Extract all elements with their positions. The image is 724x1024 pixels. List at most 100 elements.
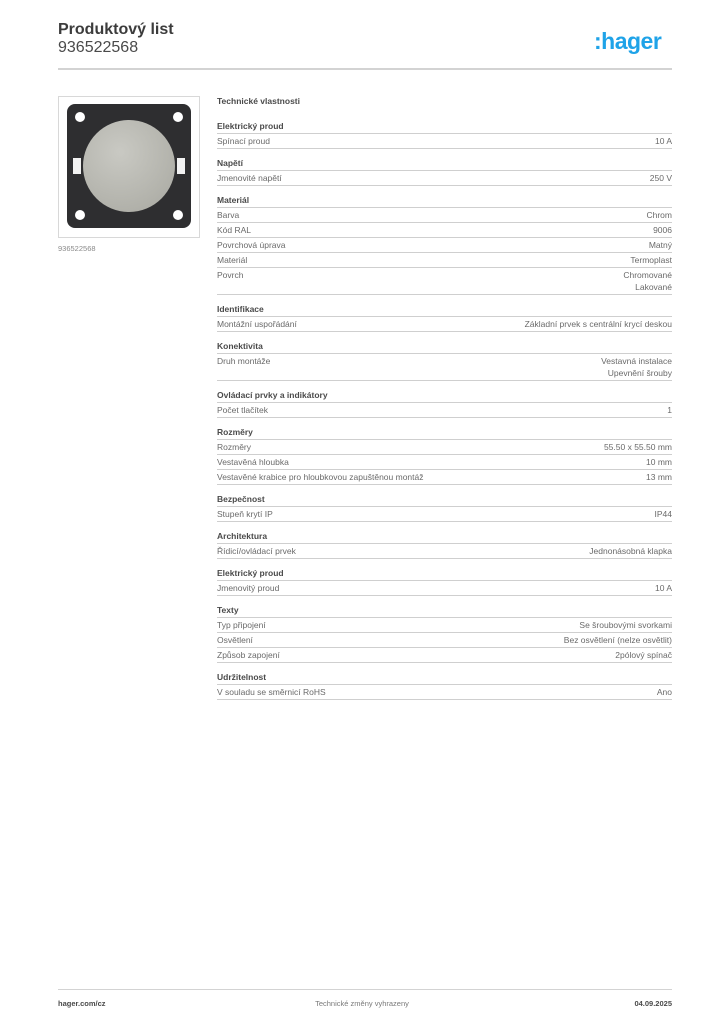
spec-value: 2pólový spínač xyxy=(615,650,672,660)
product-number: 936522568 xyxy=(58,39,139,56)
spec-row: Vestavěná hloubka 10 mm xyxy=(217,455,672,470)
spec-value: 10 mm xyxy=(646,457,672,467)
hager-logo: :hager xyxy=(594,28,662,54)
spec-row: Způsob zapojení 2pólový spínač xyxy=(217,648,672,663)
spec-label: Způsob zapojení xyxy=(217,650,280,660)
specs-title: Technické vlastnosti xyxy=(217,96,300,106)
spec-row: Jmenovité napětí 250 V xyxy=(217,171,672,186)
spec-row: Druh montáže Vestavná instalace Upevnění … xyxy=(217,354,672,381)
spec-row: Rozměry 55.50 x 55.50 mm xyxy=(217,440,672,455)
section-heading: Materiál xyxy=(217,195,672,208)
spec-value: Termoplast xyxy=(630,255,672,265)
spec-row: Materiál Termoplast xyxy=(217,253,672,268)
spec-label: Typ připojení xyxy=(217,620,266,630)
spec-label: Vestavěná hloubka xyxy=(217,457,289,467)
spec-value: 13 mm xyxy=(646,472,672,482)
spec-row: Povrchová úprava Matný xyxy=(217,238,672,253)
spec-label: V souladu se směrnicí RoHS xyxy=(217,687,326,697)
section-heading: Elektrický proud xyxy=(217,568,672,581)
spec-value: Se šroubovými svorkami xyxy=(579,620,672,630)
spec-label: Povrch xyxy=(217,270,244,280)
spec-row: Vestavěné krabice pro hloubkovou zapuště… xyxy=(217,470,672,485)
spec-value: 55.50 x 55.50 mm xyxy=(603,442,672,452)
spec-label: Povrchová úprava xyxy=(217,240,286,250)
screw-hole-icon xyxy=(75,112,85,122)
spec-value: Vestavná instalace Upevnění šrouby xyxy=(601,356,672,378)
section-heading: Rozměry xyxy=(217,427,672,440)
spec-row: Jmenovitý proud 10 A xyxy=(217,581,672,596)
spec-value: Chromované Lakované xyxy=(623,270,672,292)
footer-divider xyxy=(58,989,672,990)
spec-value: 9006 xyxy=(653,225,672,235)
spec-section: Udržitelnost V souladu se směrnicí RoHS An… xyxy=(217,672,672,700)
switch-plate xyxy=(67,104,191,228)
section-heading: Konektivita xyxy=(217,341,672,354)
spec-value: IP44 xyxy=(654,509,673,519)
spec-row: Montážní uspořádání Základní prvek s cent… xyxy=(217,317,672,332)
spec-label: Rozměry xyxy=(217,442,252,452)
section-heading: Elektrický proud xyxy=(217,121,672,134)
section-heading: Ovládací prvky a indikátory xyxy=(217,390,672,403)
spec-label: Kód RAL xyxy=(217,225,252,235)
spec-value: Jednonásobná klapka xyxy=(589,546,672,556)
side-slot xyxy=(177,158,185,174)
section-heading: Napětí xyxy=(217,158,672,171)
spec-label: Jmenovité napětí xyxy=(217,173,282,183)
spec-value: Základní prvek s centrální krycí deskou xyxy=(524,319,672,329)
spec-value: Bez osvětlení (nelze osvětlit) xyxy=(563,635,672,645)
spec-label: Druh montáže xyxy=(217,356,271,366)
spec-row: Kód RAL 9006 xyxy=(217,223,672,238)
spec-label: Barva xyxy=(217,210,240,220)
footer-date: 04.09.2025 xyxy=(634,999,672,1008)
section-heading: Bezpečnost xyxy=(217,494,672,507)
header-divider xyxy=(58,68,672,70)
spec-label: Spínací proud xyxy=(217,136,270,146)
section-heading: Texty xyxy=(217,605,672,618)
product-image xyxy=(58,96,200,238)
spec-label: Materiál xyxy=(217,255,248,265)
rocker-disc xyxy=(83,120,175,212)
side-slot xyxy=(73,158,81,174)
spec-row: Barva Chrom xyxy=(217,208,672,223)
spec-row: V souladu se směrnicí RoHS Ano xyxy=(217,685,672,700)
spec-value: 1 xyxy=(667,405,672,415)
spec-label: Jmenovitý proud xyxy=(217,583,280,593)
spec-label: Řídicí/ovládací prvek xyxy=(217,546,296,556)
spec-row: Stupeň krytí IP IP44 xyxy=(217,507,672,522)
screw-hole-icon xyxy=(173,112,183,122)
spec-label: Montážní uspořádání xyxy=(217,319,297,329)
screw-hole-icon xyxy=(173,210,183,220)
spec-row: Osvětlení Bez osvětlení (nelze osvětlit) xyxy=(217,633,672,648)
spec-value: Chrom xyxy=(646,210,672,220)
spec-value: 10 A xyxy=(654,583,672,593)
section-heading: Udržitelnost xyxy=(217,672,672,685)
footer-notice: Technické změny vyhrazeny xyxy=(315,999,409,1008)
section-heading: Identifikace xyxy=(217,304,672,317)
spec-value: 250 V xyxy=(649,173,672,183)
image-caption: 936522568 xyxy=(58,244,96,253)
spec-row: Povrch Chromované Lakované xyxy=(217,268,672,295)
page-title: Produktový list xyxy=(58,21,174,38)
section-heading: Architektura xyxy=(217,531,672,544)
spec-row: Typ připojení Se šroubovými svorkami xyxy=(217,618,672,633)
spec-label: Osvětlení xyxy=(217,635,253,645)
spec-value: Ano xyxy=(656,687,672,697)
spec-value: Matný xyxy=(648,240,672,250)
spec-label: Stupeň krytí IP xyxy=(217,509,273,519)
footer-website-link[interactable]: hager.com/cz xyxy=(58,999,106,1008)
